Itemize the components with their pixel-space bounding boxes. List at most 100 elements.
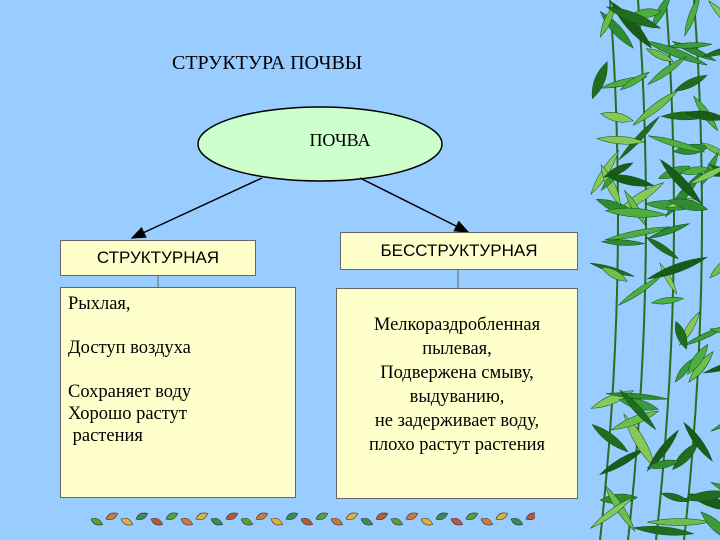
border-leaf [195,512,209,521]
border-leaf [360,517,374,526]
border-leaf [240,517,254,526]
list-item: растения [68,426,143,446]
bamboo-leaf [591,424,629,453]
bamboo-leaf [688,351,714,383]
border-leaf [150,517,164,526]
bamboo-leaf [674,75,708,92]
structured-header: СТРУКТУРНАЯ [60,240,256,276]
border-leaf [135,512,149,521]
border-leaf [285,512,299,521]
list-item: Подвержена смыву, [380,363,534,383]
root-label: ПОЧВА [309,130,371,150]
bamboo-leaf [701,142,720,158]
bamboo-leaf [632,526,695,536]
bamboo-leaf [644,40,708,66]
list-item: не задерживает воду, [374,411,540,431]
border-leaf [435,512,449,521]
bamboo-leaf [708,0,720,31]
border-leaf [405,512,419,521]
bamboo-leaf [684,0,700,37]
bamboo-leaf [605,226,671,241]
bamboo-leaf [590,496,634,529]
arrow-to-structured [130,177,263,239]
border-leaf [390,517,404,526]
bamboo-leaf [605,174,655,187]
bamboo-leaf [701,44,720,57]
bamboo-leaf [647,56,687,86]
list-item [68,315,295,337]
bamboo-leaf [683,490,720,502]
border-leaf [510,517,524,526]
bamboo-leaf [709,256,720,279]
bamboo-leaf [598,448,646,476]
bamboo-leaf [601,266,628,282]
bamboo-stem [683,0,703,540]
bamboo-leaf [605,6,662,29]
bamboo-leaf [683,421,713,462]
structureless-header-text: БЕССТРУКТУРНАЯ [380,241,538,260]
bamboo-leaf [710,400,720,432]
bamboo-leaf [688,164,720,185]
border-leaf [270,517,284,526]
list-item: Доступ воздуха [68,338,191,358]
bamboo-leaf [645,48,674,62]
root-ellipse [197,106,443,182]
bamboo-leaf [632,89,680,126]
structured-properties: Рыхлая, Доступ воздуха Сохраняет воду Хо… [60,287,296,498]
border-leaf [420,517,434,526]
border-leaf [465,512,479,521]
bamboo-leaf [646,459,680,469]
bamboo-leaf [680,166,711,175]
list-item: плохо растут растения [368,435,546,455]
border-leaf [180,517,194,526]
bamboo-leaf [645,236,679,260]
border-leaf [120,517,134,526]
slide-title: СТРУКТУРА ПОЧВЫ [172,52,363,74]
border-leaf [480,517,494,526]
bamboo-leaf [660,492,690,503]
list-item: Мелкораздробленная [373,315,541,335]
list-item: Хорошо растут [68,404,187,424]
list-item: Рыхлая, [68,294,131,314]
bamboo-leaf [647,135,706,153]
leaf-border-decoration [90,512,535,526]
border-leaf [300,517,314,526]
bamboo-leaf [646,256,709,280]
border-leaf [90,517,104,526]
bamboo-leaf [650,296,685,305]
bamboo-leaf [667,42,713,49]
border-leaf [450,517,464,526]
bamboo-leaf [668,198,709,211]
structured-header-text: СТРУКТУРНАЯ [96,248,220,267]
list-item: пылевая, [422,339,492,359]
border-leaf [330,517,344,526]
bamboo-leaf [591,61,608,100]
border-leaf [225,512,239,521]
border-leaf [105,512,119,521]
bamboo-leaf [646,429,679,472]
border-leaf [315,512,329,521]
bamboo-leaf [674,358,693,383]
bamboo-leaf [659,158,703,205]
bamboo-leaf [618,116,660,161]
border-leaf [345,512,359,521]
border-leaf [165,512,179,521]
border-leaf [255,512,269,521]
bamboo-leaf [647,223,691,239]
list-item: Сохраняет воду [68,382,192,402]
bamboo-leaf [700,511,720,540]
bamboo-leaf [675,320,688,350]
bamboo-leaf [619,71,650,91]
bamboo-leaf [600,112,634,123]
bamboo-leaf [619,389,657,431]
structureless-header: БЕССТРУКТУРНАЯ [340,232,578,270]
bamboo-leaf [601,239,645,246]
bamboo-leaf [604,207,668,218]
list-item [68,359,295,381]
bamboo-leaf [618,275,662,306]
arrow-to-structureless [359,177,470,233]
structureless-properties: Мелкораздробленная пылевая, Подвержена с… [336,288,578,499]
bamboo-leaf [684,110,720,121]
bamboo-leaf [596,136,646,145]
